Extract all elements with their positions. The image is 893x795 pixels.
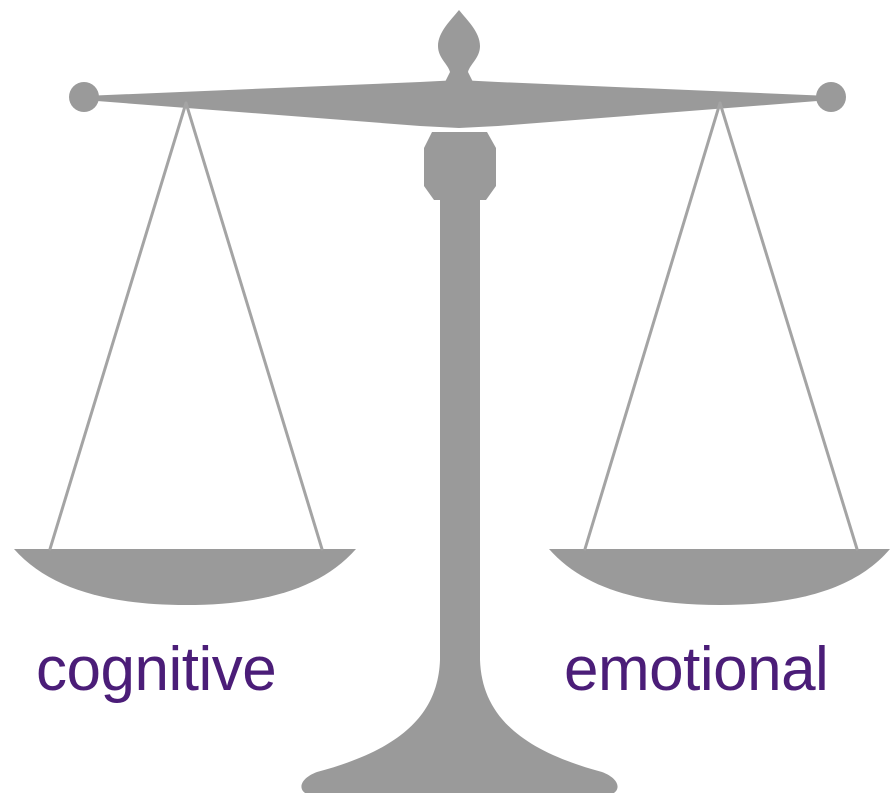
collar [424,132,496,200]
column-and-base [301,200,618,793]
pan-left [14,549,356,605]
label-emotional: emotional [564,635,828,704]
finial [438,10,480,84]
label-cognitive: cognitive [36,635,276,704]
balance-scale-icon [14,10,890,793]
string-right-outer [718,101,859,551]
string-right-inner [583,101,722,551]
beam-end-left [69,82,99,112]
string-left-inner [184,101,324,551]
beam [84,80,830,128]
pan-right [549,549,890,605]
string-left-outer [48,101,188,551]
pan-strings [48,101,859,551]
beam-end-right [816,82,846,112]
